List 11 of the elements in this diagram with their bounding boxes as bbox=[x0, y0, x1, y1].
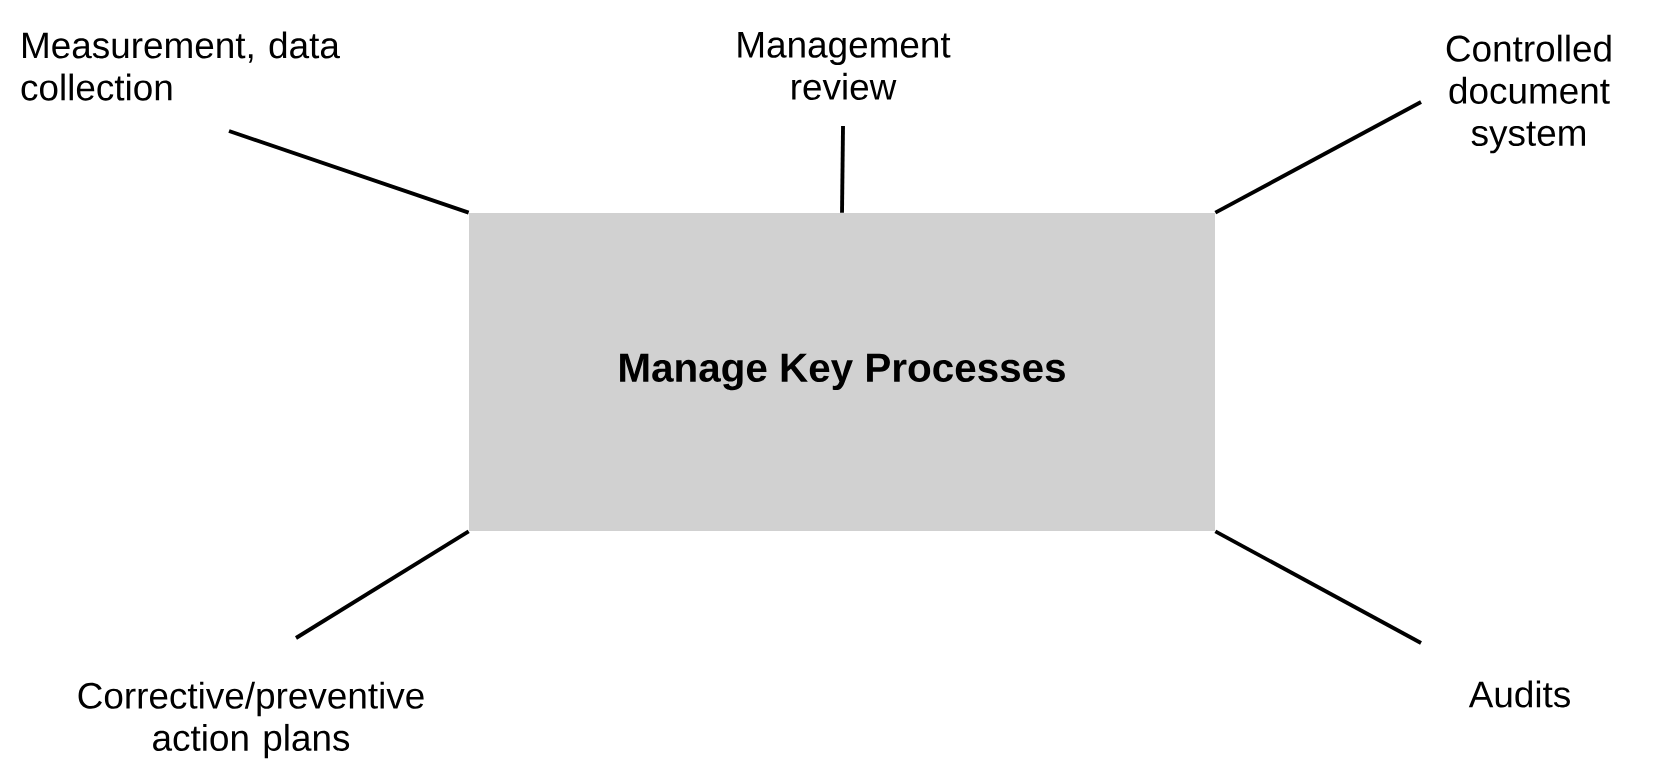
connector-line bbox=[1214, 529, 1422, 645]
node-label: Management review bbox=[738, 32, 951, 100]
connector-line bbox=[295, 529, 470, 640]
connector-line bbox=[228, 129, 470, 215]
connector-line bbox=[840, 126, 845, 213]
node-label: Controlled document system bbox=[1446, 34, 1611, 154]
node-label: Corrective/preventive action plans bbox=[78, 681, 424, 759]
connector-line bbox=[1214, 100, 1422, 215]
node-label: Audits bbox=[1468, 680, 1570, 708]
node-label: Measurement, data collection bbox=[21, 31, 340, 101]
process-box: Manage Key Processes bbox=[469, 213, 1215, 531]
